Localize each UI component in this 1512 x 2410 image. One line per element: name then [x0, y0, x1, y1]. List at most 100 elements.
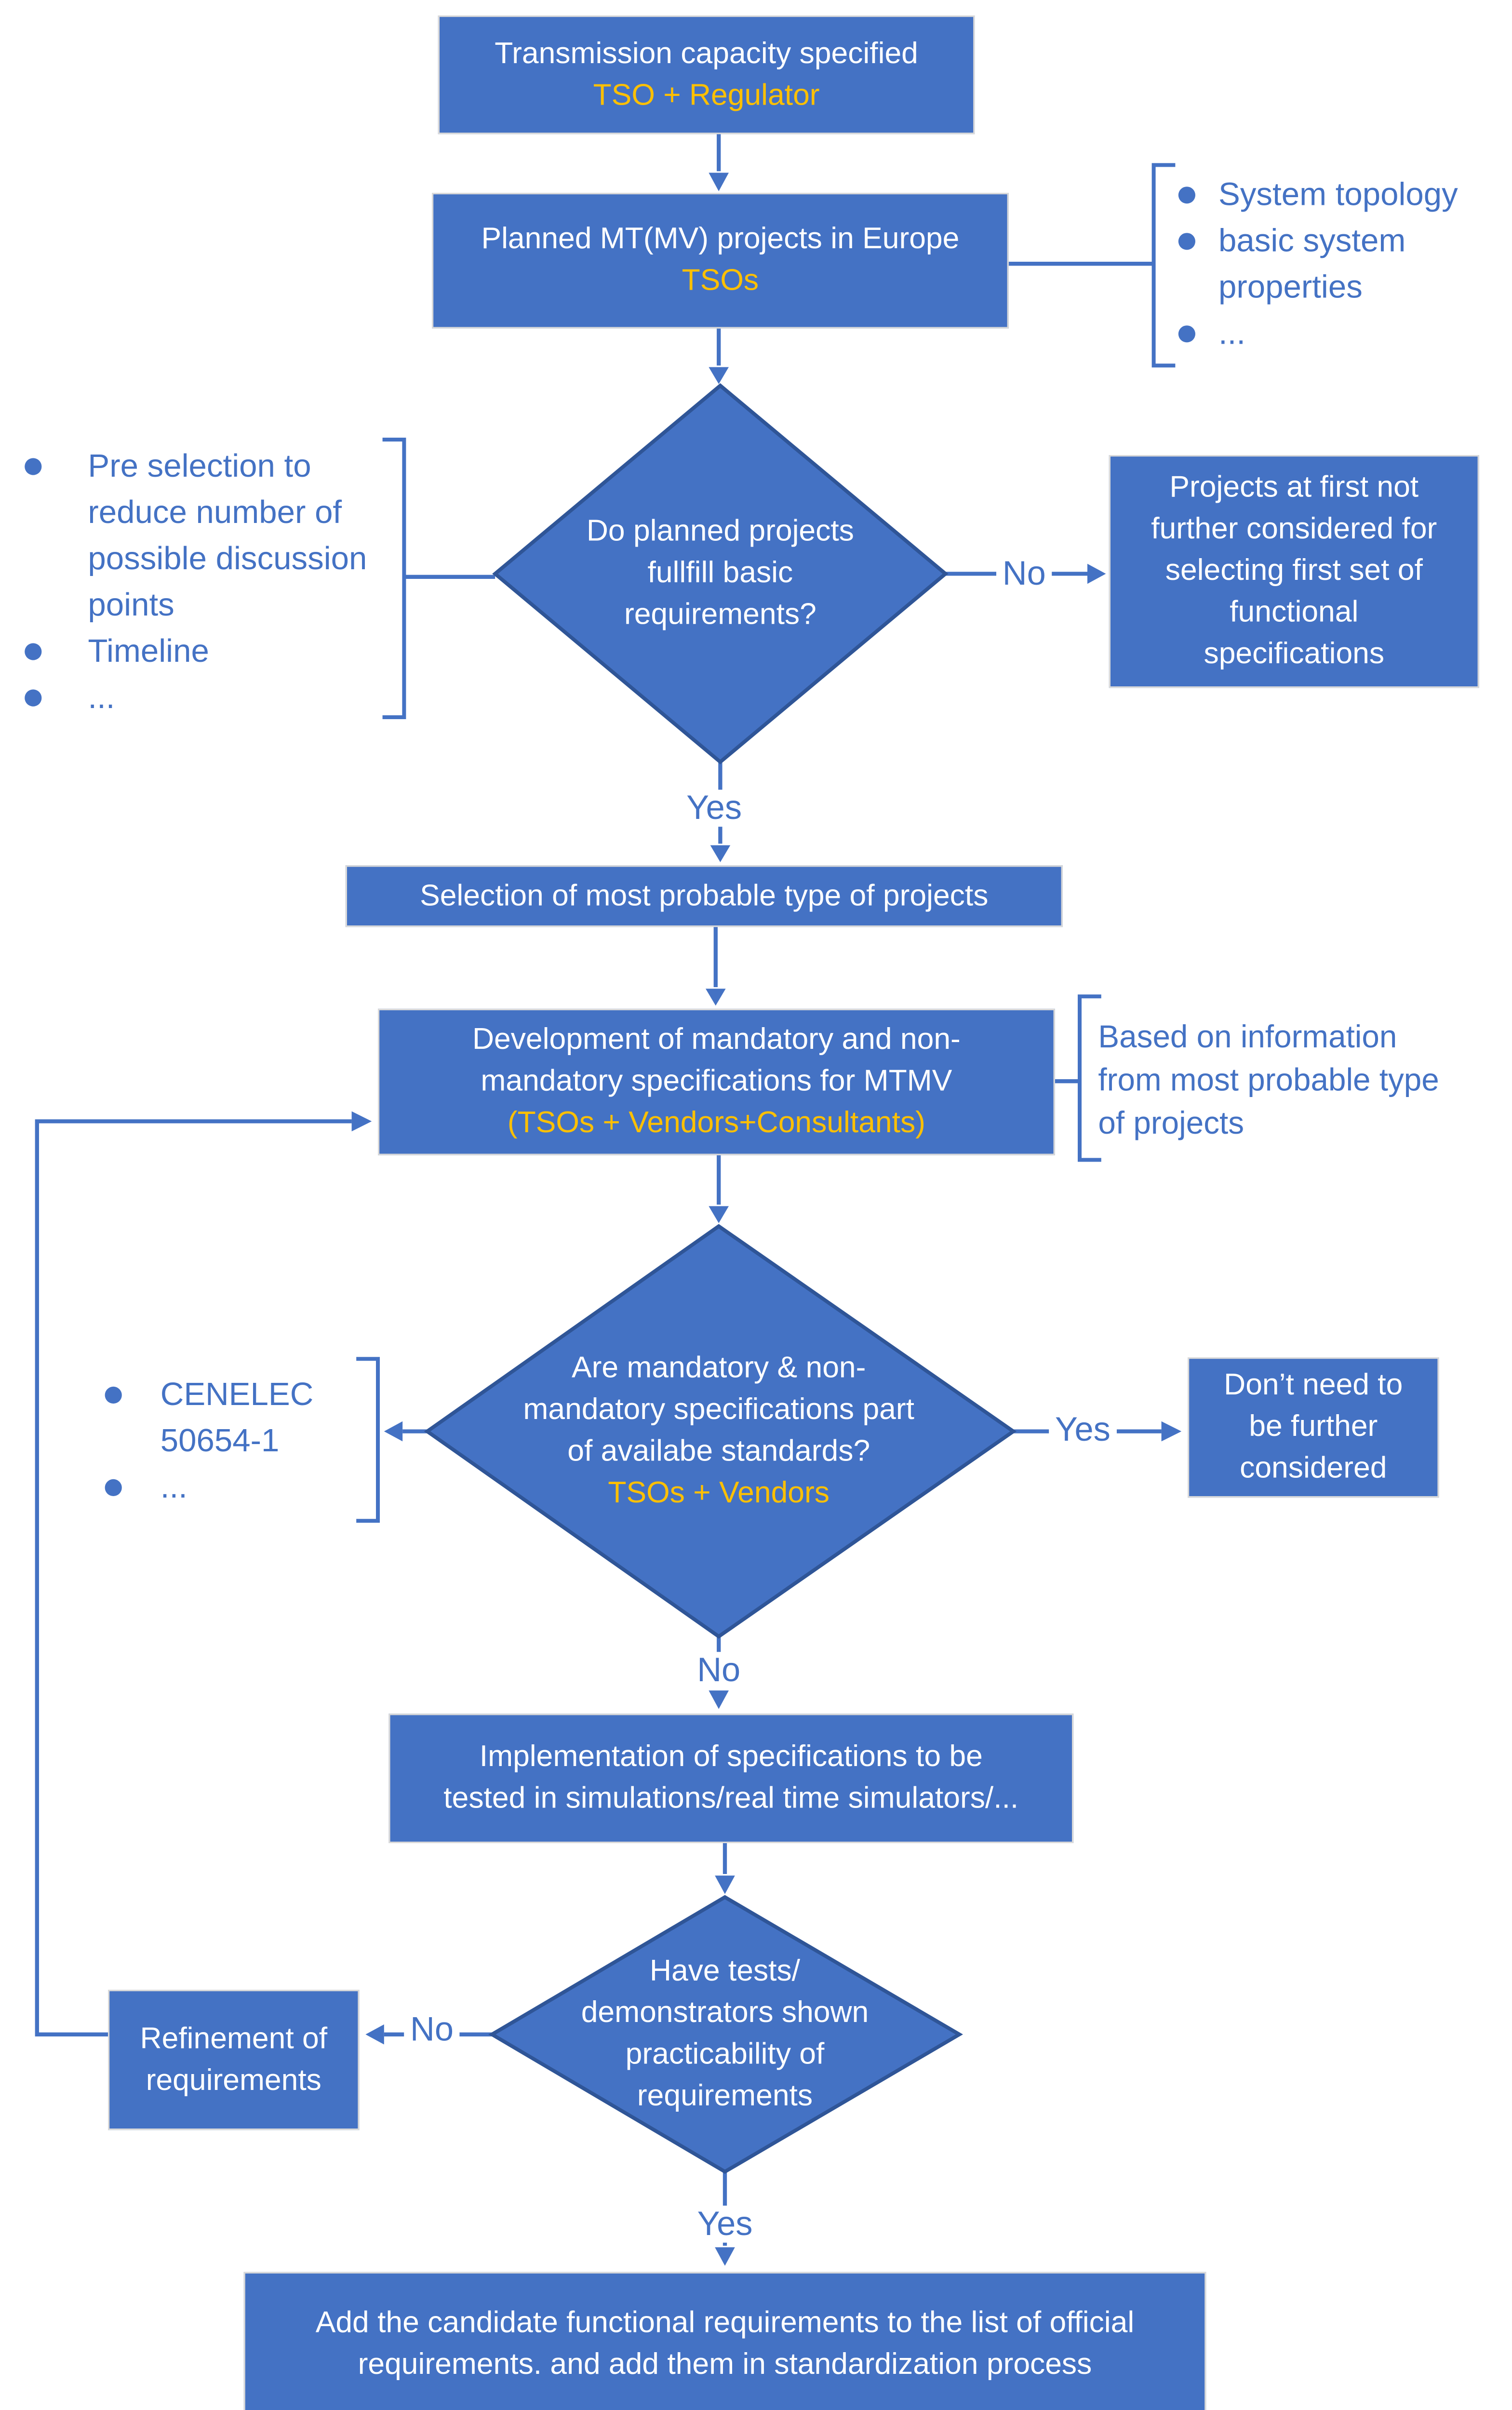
decision2-line: Are mandatory & non- [571, 1351, 866, 1385]
list-item: ... [25, 676, 396, 722]
bullet-icon [1178, 187, 1195, 204]
bullet-icon [25, 643, 42, 660]
node-start: Transmission capacity specified TSO + Re… [438, 15, 975, 134]
annotation-topology: System topology basic system properties … [1178, 173, 1488, 358]
node-implementation: Implementation of specifications to be t… [388, 1714, 1074, 1843]
node-rejected-line: Projects at first not [1169, 470, 1419, 505]
bracket-basedon [1078, 994, 1101, 1162]
decision1-line: Do planned projects [586, 514, 854, 549]
decision2-line: mandatory specifications part [523, 1392, 914, 1427]
label-yes-decision3: Yes [691, 2205, 759, 2243]
node-development: Development of mandatory and non- mandat… [378, 1008, 1055, 1155]
decision3-diamond [488, 1895, 963, 2174]
arrowhead-down-icon [715, 1875, 735, 1894]
decision3-line: requirements [637, 2079, 813, 2113]
arrowhead-down-icon [715, 2247, 735, 2266]
decision2-actors: TSOs + Vendors [608, 1476, 830, 1510]
node-planned-title: Planned MT(MV) projects in Europe [481, 222, 960, 256]
annotation-preselection-item: ... [88, 680, 115, 716]
decision1-line: fullfill basic [647, 556, 793, 590]
arrowhead-down-icon [709, 173, 729, 191]
annotation-topology-item: ... [1218, 316, 1246, 352]
node-development-line: Development of mandatory and non- [472, 1022, 961, 1057]
annotation-cenelec-item: CENELEC 50654-1 [160, 1377, 314, 1459]
arrowhead-right-icon [1161, 1421, 1182, 1442]
bullet-icon [25, 689, 42, 707]
arrowhead-down-icon [709, 1690, 729, 1709]
list-item: Timeline [25, 629, 396, 676]
node-selection: Selection of most probable type of proje… [345, 865, 1063, 927]
node-planned-actors: TSOs [682, 264, 759, 298]
node-no-further: Don’t need to be further considered [1188, 1357, 1439, 1498]
arrowhead-left-icon [365, 2024, 384, 2045]
bracket-topology [1151, 163, 1176, 368]
decision2-line: of availabe standards? [567, 1434, 870, 1469]
node-final-line: requirements. and add them in standardiz… [358, 2346, 1092, 2381]
node-no-further-line: Don’t need to [1224, 1368, 1403, 1402]
decision3-line: Have tests/ [649, 1954, 801, 1988]
list-item: basic system properties [1178, 219, 1488, 311]
node-rejected-projects: Projects at first not further considered… [1109, 455, 1479, 688]
annotation-topology-item: basic system properties [1218, 224, 1406, 306]
node-final-line: Add the candidate functional requirement… [315, 2305, 1135, 2339]
label-no-decision3: No [404, 2010, 460, 2048]
node-rejected-line: further considered for [1151, 512, 1437, 546]
label-no-decision1: No [996, 554, 1052, 592]
bullet-icon [1178, 325, 1195, 343]
annotation-preselection-item: Pre selection to reduce number of possib… [88, 449, 367, 623]
decision1-line: requirements? [624, 598, 816, 632]
list-item: System topology [1178, 173, 1488, 219]
arrowhead-down-icon [709, 1206, 729, 1223]
label-yes-decision2: Yes [1049, 1410, 1117, 1448]
node-planned-projects: Planned MT(MV) projects in Europe TSOs [432, 193, 1009, 329]
arrowhead-left-icon [384, 1421, 403, 1442]
annotation-based-on: Based on information from most probable … [1098, 1017, 1476, 1146]
annotation-cenelec-item: ... [160, 1470, 187, 1506]
node-rejected-line: functional [1230, 595, 1359, 629]
list-item: CENELEC 50654-1 [105, 1373, 392, 1465]
node-no-further-line: considered [1240, 1451, 1387, 1486]
node-start-actors: TSO + Regulator [593, 78, 820, 112]
decision1-diamond [492, 383, 949, 764]
annotation-cenelec: CENELEC 50654-1 ... [105, 1373, 392, 1512]
label-no-decision2: No [691, 1651, 747, 1689]
list-item: ... [1178, 311, 1488, 358]
bullet-icon [105, 1479, 122, 1496]
list-item: ... [105, 1465, 392, 1512]
annotation-based-on-text: Based on information from most probable … [1098, 1019, 1439, 1141]
bracket-cenelec [356, 1357, 380, 1523]
node-selection-title: Selection of most probable type of proje… [420, 878, 989, 912]
node-development-line: mandatory specifications for MTMV [481, 1064, 952, 1098]
node-rejected-line: specifications [1204, 637, 1385, 671]
connector-feedback-refinement-development [35, 1119, 352, 2036]
node-rejected-line: selecting first set of [1165, 553, 1423, 588]
decision2-text: Are mandatory & non- mandatory specifica… [487, 1348, 950, 1515]
node-refinement-line: requirements [146, 2063, 321, 2097]
list-item: Pre selection to reduce number of possib… [25, 444, 396, 629]
decision1-text: Do planned projects fullfill basic requi… [520, 511, 921, 636]
node-implementation-line: Implementation of specifications to be [479, 1740, 983, 1774]
node-final: Add the candidate functional requirement… [243, 2272, 1206, 2410]
bullet-icon [25, 458, 42, 475]
arrowhead-right-icon [1087, 563, 1106, 584]
decision3-line: practicability of [625, 2037, 825, 2072]
arrowhead-down-icon [710, 845, 731, 862]
node-start-title: Transmission capacity specified [495, 36, 918, 70]
arrowhead-down-icon [709, 367, 729, 384]
node-implementation-line: tested in simulations/real time simulato… [443, 1781, 1019, 1816]
arrowhead-right-icon [351, 1111, 372, 1132]
annotation-preselection: Pre selection to reduce number of possib… [25, 444, 396, 722]
bullet-icon [1178, 233, 1195, 250]
arrowhead-down-icon [706, 989, 726, 1006]
node-no-further-line: be further [1249, 1409, 1378, 1444]
bullet-icon [105, 1386, 122, 1404]
decision2-diamond [424, 1224, 1017, 1639]
annotation-topology-item: System topology [1218, 177, 1458, 213]
node-refinement-line: Refinement of [140, 2021, 328, 2055]
label-yes-decision1: Yes [680, 789, 748, 827]
annotation-preselection-item: Timeline [88, 634, 209, 669]
decision3-text: Have tests/ demonstrators shown practica… [548, 1951, 902, 2118]
decision3-line: demonstrators shown [581, 1995, 869, 2030]
